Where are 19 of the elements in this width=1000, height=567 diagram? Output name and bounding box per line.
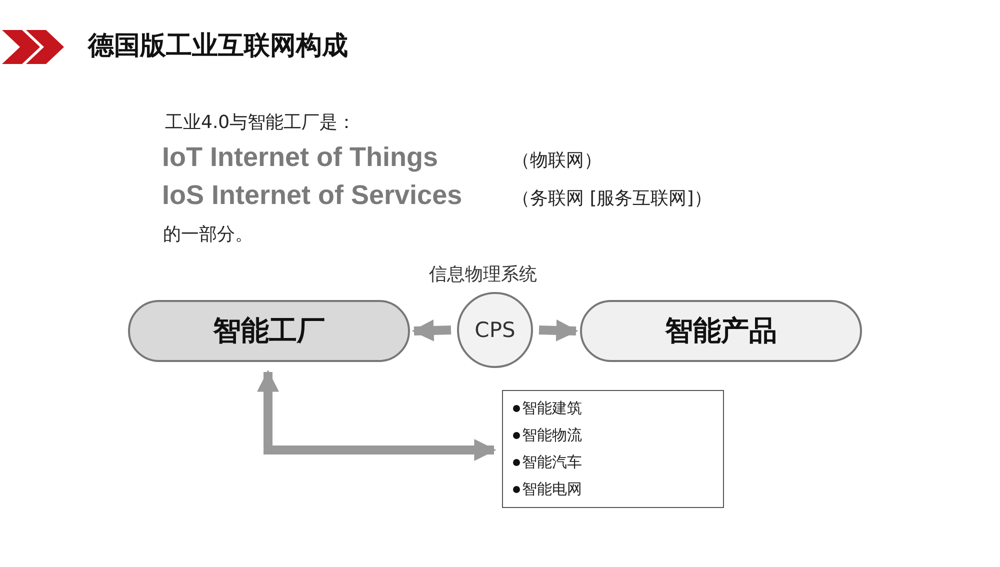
- arrow: [412, 319, 452, 342]
- node-label: CPS: [474, 318, 516, 342]
- title-text: 德国版工业互联网构成: [88, 30, 348, 63]
- node-label: 智能工厂: [213, 313, 325, 349]
- translation-text: （物联网）: [512, 149, 602, 172]
- translation-text: （务联网 [服务互联网]）: [512, 187, 712, 210]
- term-text: IoS Internet of Services: [162, 180, 462, 211]
- list-item: 智能汽车: [513, 453, 582, 472]
- list-item: 智能物流: [513, 426, 582, 445]
- intro-text: 工业4.0与智能工厂是：: [165, 111, 356, 134]
- node-label: 智能产品: [665, 313, 777, 349]
- list-item: 智能建筑: [513, 399, 582, 418]
- list-box: [502, 390, 724, 508]
- note-text: 的一部分。: [163, 223, 253, 246]
- caption-text: 信息物理系统: [429, 263, 537, 286]
- list-item: 智能电网: [513, 480, 582, 499]
- arrow: [538, 319, 578, 342]
- term-text: IoT Internet of Things: [162, 142, 438, 173]
- arrow: [257, 370, 496, 461]
